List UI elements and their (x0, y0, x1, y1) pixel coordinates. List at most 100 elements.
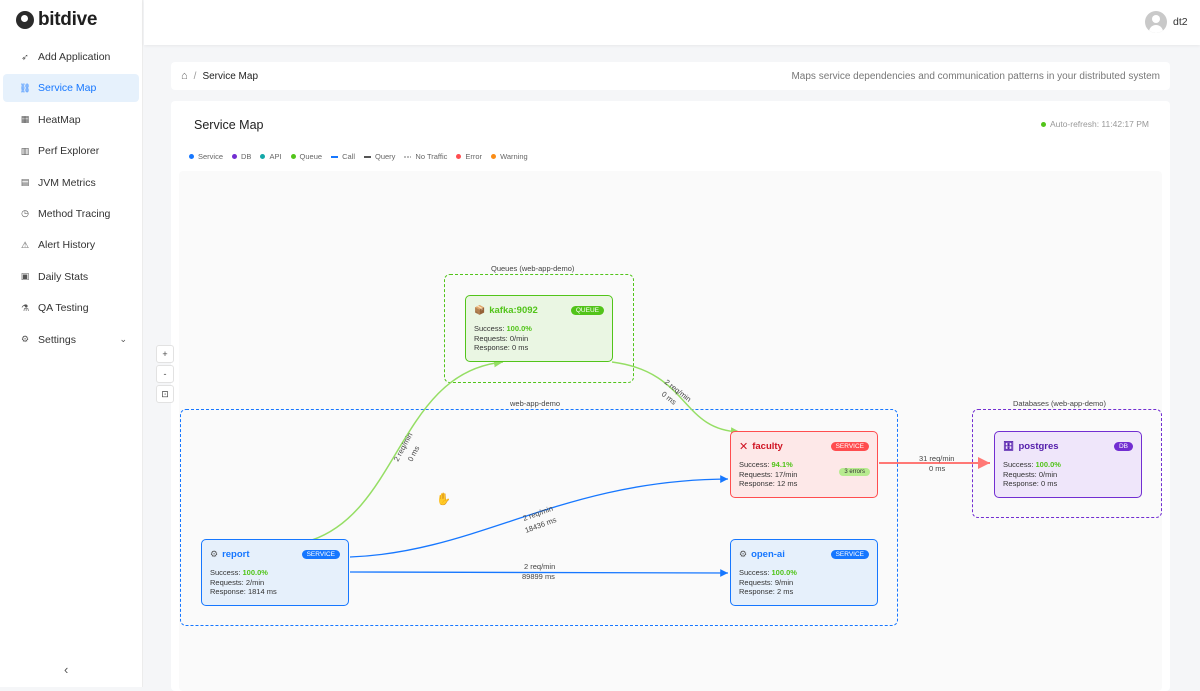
node-response: Response: 0 ms (1003, 479, 1058, 488)
sidebar-item-heatmap[interactable]: ▦ HeatMap (3, 106, 139, 134)
gear-icon: ⚙ (739, 548, 748, 559)
home-icon[interactable]: ⌂ (181, 70, 188, 82)
calendar-icon: ▣ (20, 271, 30, 282)
zoom-in-button[interactable]: + (156, 345, 174, 363)
node-header: 🗄 postgres DB (1003, 440, 1133, 452)
flask-icon: ⚗ (20, 302, 30, 313)
sidebar-item-method-tracing[interactable]: ◷ Method Tracing (3, 200, 139, 228)
dot-icon (290, 154, 296, 159)
gear-icon: ⚙ (20, 334, 30, 345)
legend-item-query: Query (363, 152, 395, 161)
legend-item-call: Call (331, 152, 355, 161)
line-icon (331, 155, 339, 158)
app-logo[interactable]: bitdive (16, 9, 97, 31)
node-postgres[interactable]: 🗄 postgres DB Success: 100.0% Requests: … (994, 431, 1142, 498)
zoom-controls: + - ⊡ (156, 345, 176, 403)
sidebar-item-qa-testing[interactable]: ⚗ QA Testing (3, 294, 139, 322)
chevron-down-icon: ⌄ (119, 334, 127, 345)
node-type-badge: SERVICE (830, 441, 869, 451)
node-response: Response: 0 ms (474, 343, 529, 352)
page-description: Maps service dependencies and communicat… (791, 70, 1160, 82)
node-name: report (222, 548, 250, 560)
sidebar: bitdive ➶ Add Application ⛓ Service Map … (0, 0, 143, 687)
sidebar-item-alert-history[interactable]: ⚠ Alert History (3, 231, 139, 259)
dot-icon (456, 154, 462, 159)
sidebar-item-jvm-metrics[interactable]: ▤ JVM Metrics (3, 169, 139, 197)
node-header: 📦 kafka:9092 QUEUE (474, 304, 604, 316)
status-dot-icon (1040, 121, 1046, 127)
node-success: Success: 100.0% (739, 568, 797, 577)
sidebar-nav: ➶ Add Application ⛓ Service Map ▦ HeatMa… (3, 43, 139, 357)
sidebar-item-add-application[interactable]: ➶ Add Application (3, 43, 139, 71)
sidebar-item-daily-stats[interactable]: ▣ Daily Stats (3, 263, 139, 291)
legend-item-queue: Queue (290, 152, 322, 161)
sidebar-item-label: Daily Stats (38, 270, 89, 283)
legend: Service DB API Queue Call Query No Traff… (189, 152, 528, 161)
node-response: Response: 2 ms (739, 587, 794, 596)
zoom-out-button[interactable]: - (156, 365, 174, 383)
sidebar-item-label: HeatMap (38, 113, 81, 126)
sidebar-item-label: Service Map (38, 82, 97, 95)
map-icon: ⛓ (19, 82, 31, 93)
dot-icon (232, 154, 238, 159)
dot-icon (189, 154, 194, 159)
node-requests: Requests: 17/min (739, 469, 798, 479)
sidebar-item-label: Settings (38, 333, 76, 346)
gear-icon: ⚙ (210, 548, 219, 559)
user-name[interactable]: dt2 (1173, 16, 1188, 28)
group-label-queues: Queues (web-app-demo) (491, 264, 575, 273)
collapse-sidebar-button[interactable]: ‹ (64, 662, 68, 677)
group-label-app: web-app-demo (510, 399, 561, 408)
bar-chart-icon: ▤ (20, 177, 30, 188)
node-type-badge: QUEUE (570, 305, 604, 315)
sidebar-item-perf-explorer[interactable]: ▥ Perf Explorer (3, 137, 139, 165)
sidebar-item-label: Method Tracing (38, 207, 111, 220)
auto-refresh-status: Auto-refresh: 11:42:17 PM (1040, 119, 1149, 129)
avatar[interactable] (1145, 11, 1167, 33)
node-faculty[interactable]: ✕ faculty SERVICE Success: 94.1% Request… (730, 431, 878, 498)
group-queues (444, 274, 634, 383)
sidebar-item-label: Perf Explorer (38, 145, 100, 158)
package-icon: 📦 (474, 304, 486, 315)
legend-item-service: Service (189, 152, 223, 161)
chevron-left-icon: ‹ (64, 662, 69, 677)
dot-icon (260, 154, 266, 159)
page-title: Service Map (194, 118, 264, 132)
node-requests: Requests: 0/min (1003, 469, 1058, 479)
node-type-badge: SERVICE (301, 549, 340, 559)
error-count-badge: 3 errors (839, 468, 870, 476)
group-web-app-demo (180, 409, 898, 626)
dot-icon (491, 154, 497, 159)
breadcrumb-current: Service Map (202, 70, 259, 82)
sidebar-item-label: Add Application (38, 51, 111, 63)
fit-view-button[interactable]: ⊡ (156, 385, 174, 403)
node-header: ✕ faculty SERVICE (739, 440, 869, 453)
node-requests: Requests: 0/min (474, 333, 529, 343)
rocket-icon: ➶ (21, 51, 29, 62)
legend-item-error: Error (456, 152, 482, 161)
legend-item-no-traffic: No Traffic (404, 152, 447, 161)
database-icon: 🗄 (1003, 440, 1015, 451)
legend-item-db: DB (232, 152, 251, 161)
dashed-line-icon (404, 155, 412, 158)
error-x-icon: ✕ (739, 440, 749, 453)
node-name: postgres (1018, 440, 1059, 452)
node-report[interactable]: ⚙ report SERVICE Success: 100.0% Request… (201, 539, 349, 606)
node-header: ⚙ open-ai SERVICE (739, 548, 869, 560)
node-response: Response: 12 ms (739, 479, 798, 488)
node-requests: Requests: 2/min (210, 577, 265, 587)
node-name: open-ai (751, 548, 785, 560)
node-kafka[interactable]: 📦 kafka:9092 QUEUE Success: 100.0% Reque… (465, 295, 613, 362)
node-open-ai[interactable]: ⚙ open-ai SERVICE Success: 100.0% Reques… (730, 539, 878, 606)
node-success: Success: 94.1% (739, 460, 793, 469)
breadcrumb: ⌂ / Service Map Maps service dependencie… (171, 62, 1170, 90)
node-name: faculty (752, 440, 783, 452)
heatmap-icon: ▦ (20, 114, 30, 125)
auto-refresh-text: Auto-refresh: 11:42:17 PM (1049, 119, 1149, 129)
alert-icon: ⚠ (20, 239, 30, 250)
sidebar-item-label: JVM Metrics (38, 176, 96, 189)
line-icon (363, 155, 371, 158)
sidebar-item-settings[interactable]: ⚙ Settings ⌄ (3, 326, 139, 354)
sidebar-item-service-map[interactable]: ⛓ Service Map (3, 74, 139, 103)
node-type-badge: DB (1113, 441, 1133, 451)
